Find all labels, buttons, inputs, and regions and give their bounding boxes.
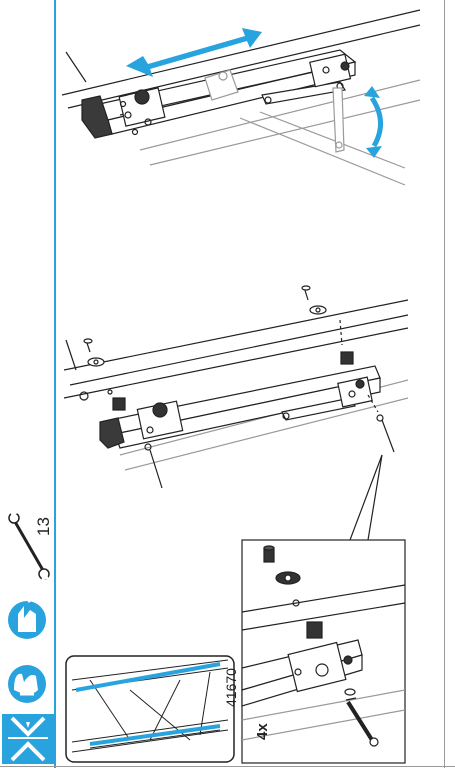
adjust-hand-icon (8, 599, 46, 639)
wrench-icon (8, 510, 50, 581)
quantity-label: 4x (254, 723, 271, 740)
page-border-right (444, 0, 445, 768)
overview-inset (65, 655, 235, 763)
vertical-adjust-arrow (364, 86, 383, 158)
detail-callout-box (241, 539, 406, 764)
wrench-size-label: 13 (34, 517, 53, 536)
step-1-illustration (61, 9, 421, 186)
part-number-label: 41670 (223, 668, 239, 707)
push-together-icon (2, 714, 54, 764)
sidebar-divider (54, 0, 56, 768)
horizontal-adjust-arrow (126, 28, 262, 77)
gloves-icon (8, 665, 46, 703)
page-border-bottom (0, 766, 455, 767)
step-2-illustration (63, 285, 409, 541)
